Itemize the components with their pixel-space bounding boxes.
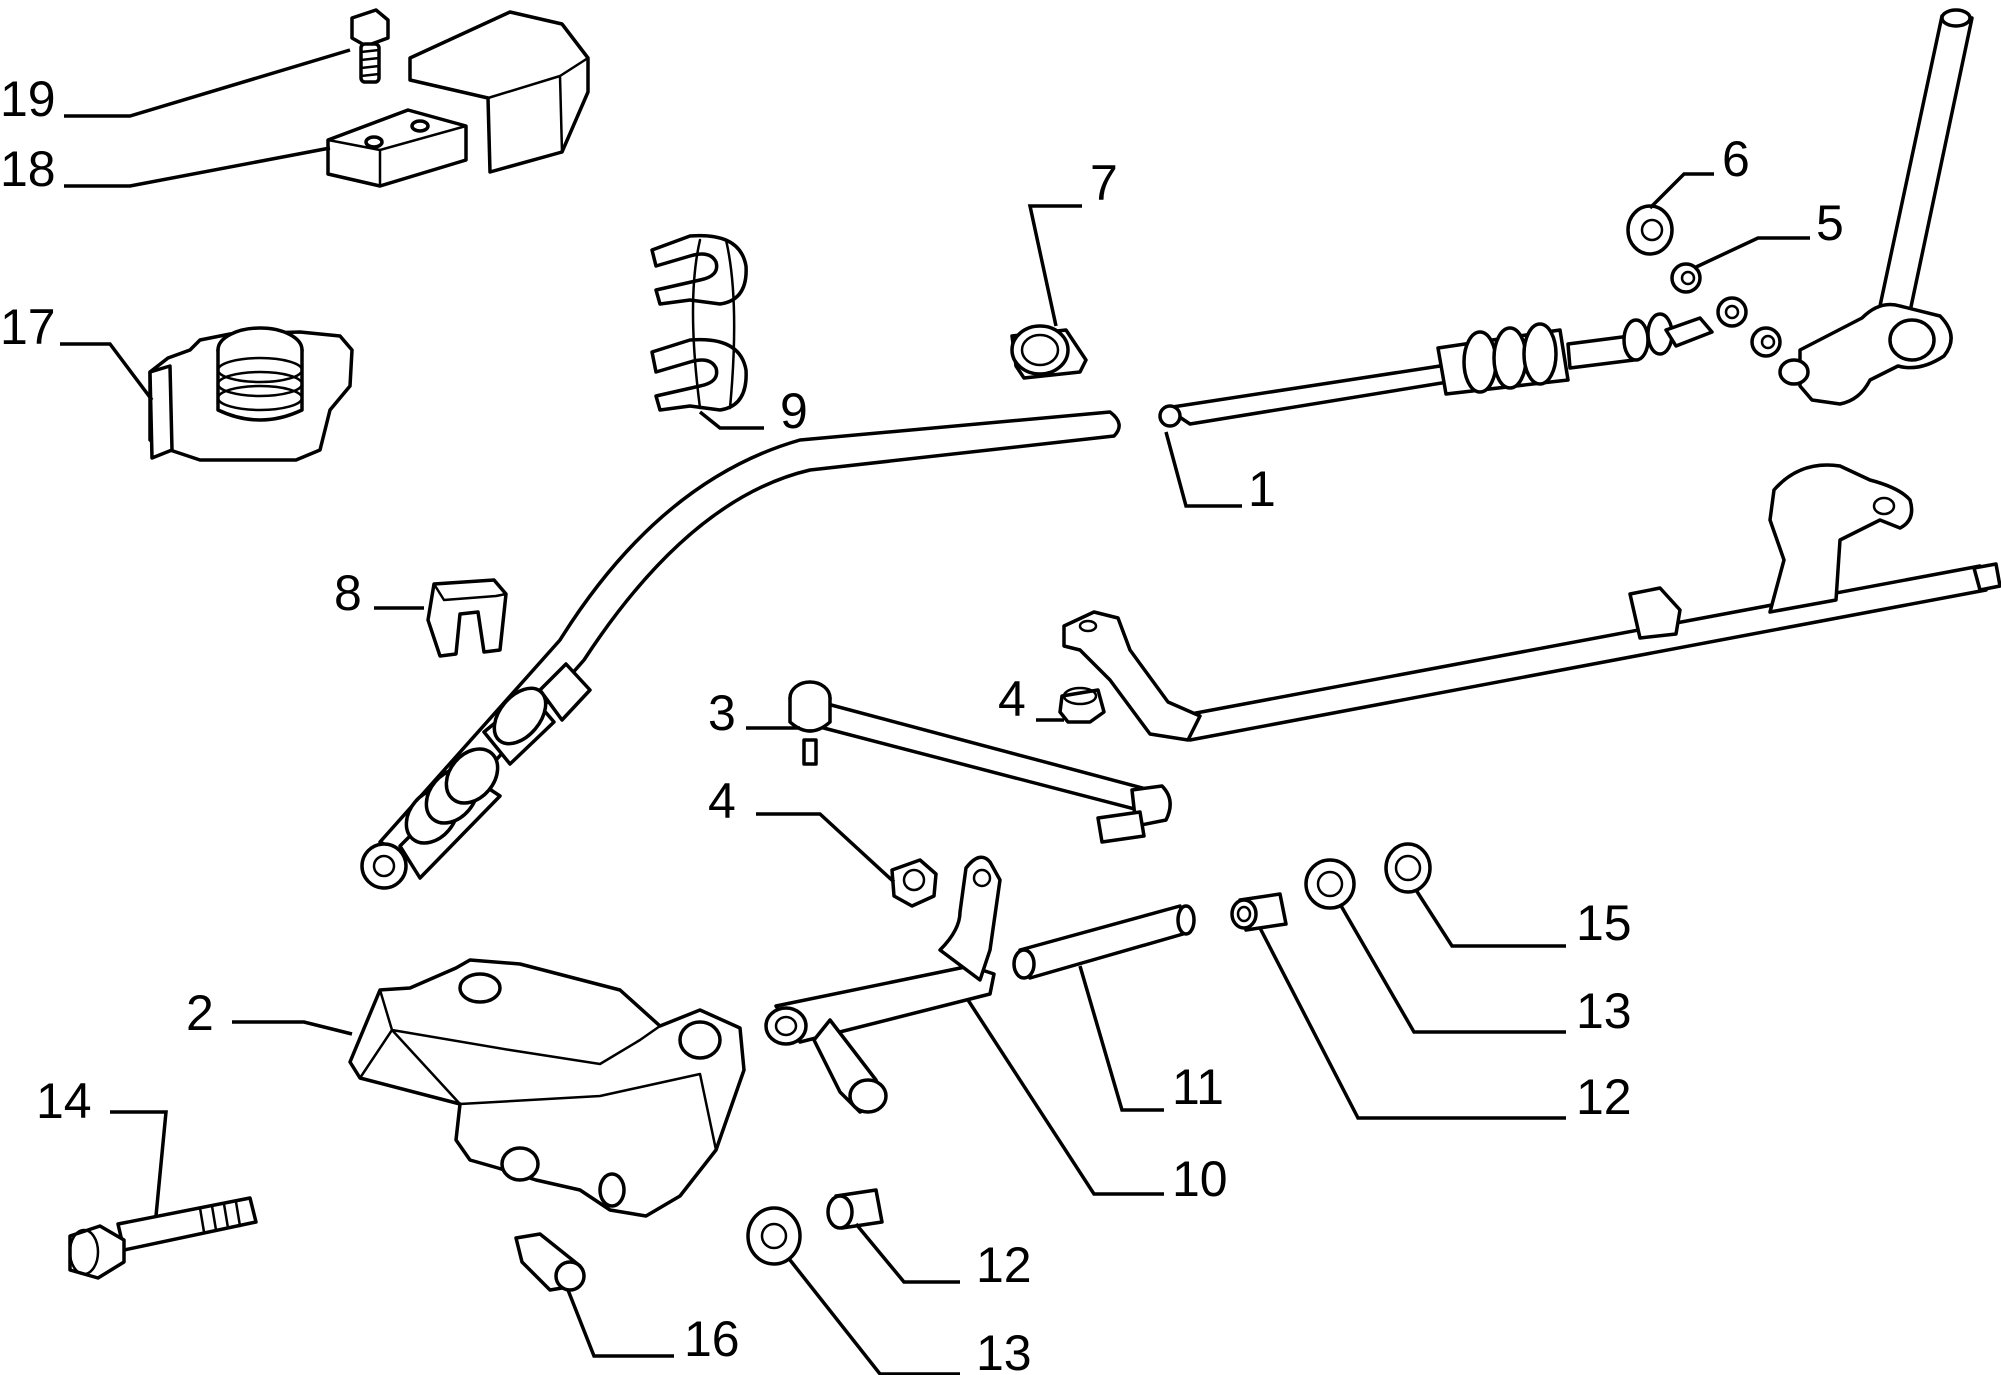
leader-9 <box>698 410 764 430</box>
leader-12a <box>1258 927 1566 1120</box>
label-1: 1 <box>1248 461 1276 517</box>
leader-13a <box>1338 903 1566 1034</box>
leader-5 <box>1693 236 1810 270</box>
part-3-link-rod <box>788 680 1172 844</box>
part-5-washers <box>1670 262 1782 358</box>
leader-1 <box>1164 431 1242 508</box>
label-13b: 13 <box>976 1325 1032 1375</box>
leader-lines <box>60 48 1810 1375</box>
part-14-bolt <box>68 1196 258 1280</box>
label-10: 10 <box>1172 1151 1228 1207</box>
part-7-bushing <box>1010 324 1088 380</box>
label-5: 5 <box>1816 195 1844 251</box>
label-9: 9 <box>780 383 808 439</box>
label-7: 7 <box>1090 155 1118 211</box>
leader-17 <box>60 342 154 402</box>
label-3: 3 <box>708 685 736 741</box>
label-4b: 4 <box>708 773 736 829</box>
part-16-bolt <box>514 1232 586 1292</box>
part-8-clip <box>426 578 508 658</box>
label-14: 14 <box>36 1073 92 1129</box>
part-15-bushing <box>1384 842 1432 894</box>
label-11: 11 <box>1172 1059 1224 1115</box>
leader-18 <box>64 146 331 188</box>
gear-lever <box>1778 8 1974 406</box>
part-12-bushing-bottom <box>826 1188 884 1230</box>
leader-7 <box>1027 204 1082 327</box>
part-4-nut-upper <box>1058 686 1106 724</box>
part-6-bushing <box>1626 204 1674 256</box>
callout-labels: 19 18 17 9 7 6 5 1 8 3 4 4 2 14 10 11 12… <box>0 71 1844 1375</box>
part-2-mounting-bracket <box>348 958 746 1218</box>
part-17-damper <box>148 326 354 462</box>
label-13a: 13 <box>1576 983 1632 1039</box>
leader-15 <box>1414 889 1566 948</box>
label-2: 2 <box>186 985 214 1041</box>
label-4a: 4 <box>998 671 1026 727</box>
leader-2 <box>232 1020 353 1036</box>
label-18: 18 <box>0 141 56 197</box>
label-17: 17 <box>0 299 56 355</box>
part-4-nut-lower <box>890 858 938 908</box>
shift-rod-assembly <box>1062 463 2001 742</box>
leader-14 <box>110 1110 168 1217</box>
label-8: 8 <box>334 565 362 621</box>
part-18-bracket <box>326 10 590 188</box>
label-16: 16 <box>684 1311 740 1367</box>
leader-16 <box>566 1289 674 1358</box>
part-12-bushing-right <box>1230 892 1288 932</box>
part-10-lever-shaft <box>764 855 1002 1114</box>
leader-6 <box>1648 172 1714 210</box>
part-11-pin <box>1012 904 1196 980</box>
label-12b: 12 <box>976 1237 1032 1293</box>
part-1-shift-cable <box>360 296 1748 890</box>
leader-12b <box>854 1222 960 1284</box>
leader-19 <box>64 48 351 118</box>
leader-10 <box>966 999 1164 1196</box>
label-19: 19 <box>0 71 56 127</box>
part-9-double-clip <box>650 233 748 412</box>
leader-13b <box>788 1258 960 1375</box>
part-19-screw <box>350 8 390 84</box>
part-13-bushing-right <box>1304 858 1356 910</box>
part-13-bushing-bottom <box>746 1206 802 1266</box>
label-12a: 12 <box>1576 1069 1632 1125</box>
leader-4b <box>756 812 896 884</box>
label-15: 15 <box>1576 895 1632 951</box>
label-6: 6 <box>1722 131 1750 187</box>
leader-11 <box>1078 965 1164 1112</box>
